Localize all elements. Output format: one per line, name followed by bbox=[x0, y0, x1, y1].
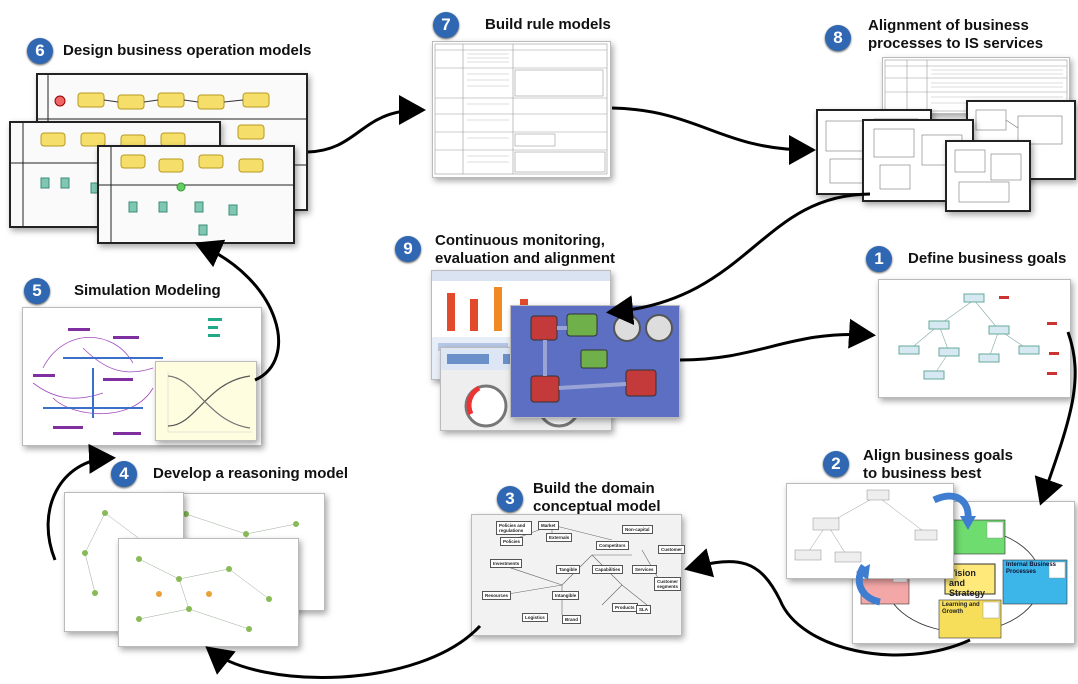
arrow-9-to-1 bbox=[679, 318, 876, 362]
concept-node: Market bbox=[538, 521, 559, 530]
concept-node: Intangible bbox=[552, 591, 580, 600]
step-7-badge: 7 bbox=[433, 12, 459, 38]
step-5-badge: 5 bbox=[24, 278, 50, 304]
concept-node: Services bbox=[632, 565, 657, 574]
arrow-4-to-5 bbox=[46, 443, 116, 561]
step-4-badge: 4 bbox=[111, 461, 137, 487]
concept-node: Resources bbox=[482, 591, 512, 600]
bpmn-sheet-front bbox=[97, 145, 295, 244]
step-2: 2 Align business goals to business best bbox=[823, 447, 1013, 483]
step-8-label-line1: Alignment of business bbox=[868, 17, 1029, 34]
step-1: 1 Define business goals bbox=[866, 246, 1066, 272]
best-practice-tree bbox=[786, 483, 954, 579]
simulation-chart bbox=[155, 361, 257, 441]
step-5: 5 Simulation Modeling bbox=[24, 278, 221, 304]
arrow-5-to-6 bbox=[194, 239, 281, 382]
step-3-label-line1: Build the domain bbox=[533, 480, 655, 497]
arrow-6-to-7 bbox=[307, 95, 426, 154]
concept-node: SLA bbox=[636, 605, 651, 614]
concept-node: Policies and regulations bbox=[496, 521, 532, 535]
bsc-learning: Learning and Growth bbox=[942, 602, 980, 615]
step-4: 4 Develop a reasoning model bbox=[111, 461, 348, 487]
step-8-badge: 8 bbox=[825, 25, 851, 51]
step-4-label: Develop a reasoning model bbox=[153, 465, 349, 482]
concept-node: Externals bbox=[546, 533, 573, 542]
step-5-label: Simulation Modeling bbox=[74, 282, 221, 299]
step-6: 6 Design business operation models bbox=[27, 38, 311, 64]
arrow-8-to-9 bbox=[606, 192, 871, 326]
reasoning-sheet-front bbox=[118, 538, 299, 647]
step-9-label-line2: evaluation and alignment bbox=[435, 250, 616, 267]
arrow-1-to-2 bbox=[1034, 331, 1077, 506]
concept-node: Policies bbox=[500, 537, 524, 546]
step-1-badge: 1 bbox=[866, 246, 892, 272]
align-cycle-arrows bbox=[855, 492, 976, 606]
step-2-badge: 2 bbox=[823, 451, 849, 477]
step-7-label: Build rule models bbox=[485, 16, 611, 33]
step-3-label-line2: conceptual model bbox=[533, 498, 661, 515]
goal-tree bbox=[898, 293, 1059, 380]
arrow-7-to-8 bbox=[611, 106, 816, 165]
step-7: 7 Build rule models bbox=[433, 12, 611, 38]
step-9-badge: 9 bbox=[395, 236, 421, 262]
step-3: 3 Build the domain conceptual model bbox=[497, 480, 661, 516]
step-8: 8 Alignment of business processes to IS … bbox=[825, 17, 1043, 53]
step-1-thumbnail bbox=[878, 279, 1071, 398]
dashboard-scada bbox=[510, 305, 680, 418]
step-8-label-line2: processes to IS services bbox=[868, 35, 1044, 52]
step-2-label-line1: Align business goals bbox=[863, 447, 1014, 464]
step-6-label: Design business operation models bbox=[63, 42, 312, 59]
concept-node: Tangible bbox=[556, 565, 581, 574]
concept-node: Capabilities bbox=[592, 565, 624, 574]
service-map-4 bbox=[945, 140, 1031, 212]
step-9: 9 Continuous monitoring, evaluation and … bbox=[395, 232, 615, 268]
step-3-badge: 3 bbox=[497, 486, 523, 512]
concept-node: Competitors bbox=[596, 541, 629, 550]
concept-node: Logistics bbox=[522, 613, 548, 622]
step-6-badge: 6 bbox=[27, 38, 53, 64]
concept-node: Customer segments bbox=[654, 577, 682, 591]
concept-node: Brand bbox=[562, 615, 582, 624]
bsc-vision: Vision and Strategy bbox=[949, 568, 986, 598]
arrow-2-to-3 bbox=[684, 548, 971, 657]
system-dynamics-model bbox=[32, 318, 222, 435]
step-9-label-line1: Continuous monitoring, bbox=[435, 232, 605, 249]
concept-node: Non-capital bbox=[622, 525, 653, 534]
step-2-label-line2: to business best bbox=[863, 465, 982, 482]
arrow-3-to-4 bbox=[205, 624, 482, 680]
bsc-internal: Internal Business Processes bbox=[1006, 562, 1057, 575]
step-1-label: Define business goals bbox=[908, 250, 1067, 267]
step-3-thumbnail: Policies and regulations Market Non-capita… bbox=[471, 514, 686, 636]
step-5-thumbnail bbox=[22, 307, 262, 446]
step-7-thumbnail bbox=[432, 41, 611, 178]
concept-node: Investments bbox=[490, 559, 523, 568]
rule-table bbox=[434, 43, 608, 175]
